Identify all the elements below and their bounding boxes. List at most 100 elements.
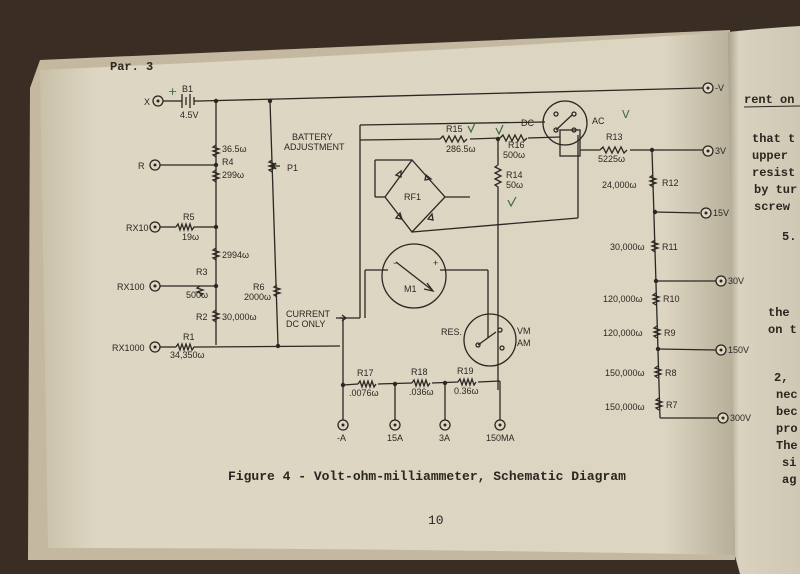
resistor-r8 (652, 365, 664, 379)
label-150v: 150V (728, 345, 749, 355)
label-current: CURRENT (286, 309, 331, 319)
label-r14-value: 50ω (506, 180, 523, 190)
label-b1: B1 (182, 84, 193, 94)
resistor-r12 (647, 174, 659, 188)
label-15v: 15V (713, 208, 729, 218)
resistor-p1 (266, 159, 278, 173)
right-line-0: rent on (744, 93, 794, 107)
label-r3b-value: 500ω (186, 290, 208, 300)
acdc-switch (542, 100, 588, 157)
label-r4top-value: 36.5ω (222, 144, 247, 154)
pen-check-r14 (507, 196, 517, 208)
label-r2: R2 (196, 312, 208, 322)
label-r16-value: 500ω (503, 150, 525, 160)
right-page (728, 26, 800, 574)
right-line-8: on t (768, 323, 797, 337)
right-line-13: The (776, 439, 798, 453)
battery-symbol (176, 94, 200, 108)
right-line-15: ag (782, 473, 796, 487)
dc-only-arrow (336, 314, 348, 322)
resistor-r6 (271, 284, 283, 298)
resistor-r4 (210, 169, 222, 183)
label-r12: R12 (662, 178, 679, 188)
right-line-12: pro (776, 422, 798, 436)
right-line-1: that t (752, 132, 795, 146)
right-page-text: rent on that t upper resist by tur screw… (743, 93, 800, 487)
right-line-6: 5. (782, 230, 796, 244)
resistor-symbols (175, 133, 665, 411)
label-r4: R4 (222, 157, 234, 167)
label-r18: R18 (411, 367, 428, 377)
page-number: 10 (428, 513, 444, 528)
label-r17: R17 (357, 368, 374, 378)
label-r9: R9 (664, 328, 676, 338)
resistor-r19 (457, 376, 477, 388)
right-line-10: nec (776, 388, 798, 402)
label-r12-value: 24,000ω (602, 180, 637, 190)
label-30v: 30V (728, 276, 744, 286)
resistor-r10 (650, 292, 662, 306)
label-r1: R1 (183, 332, 195, 342)
label-r19-value: 0.36ω (454, 386, 479, 396)
label-r13-value: 5225ω (598, 154, 625, 164)
resistor-r17 (357, 378, 377, 390)
rectifier-bridge (384, 158, 446, 234)
right-line-7: the (768, 306, 790, 320)
label-battery-adj-2: ADJUSTMENT (284, 142, 345, 152)
resistor-r7 (653, 397, 665, 411)
figure-caption: Figure 4 - Volt-ohm-milliammeter, Schema… (228, 469, 626, 484)
label-rf1: RF1 (404, 192, 421, 202)
pen-plus-mark: + (168, 85, 177, 98)
pen-check-r15 (467, 122, 476, 134)
meter-m1: − + (381, 243, 447, 309)
junction-dots (213, 98, 661, 388)
resistor-r11 (649, 239, 661, 253)
label-neg-a: -A (337, 433, 346, 443)
label-ac: AC (592, 116, 605, 126)
label-r3: R3 (196, 267, 208, 277)
label-r8-value: 150,000ω (605, 368, 645, 378)
label-r6: R6 (253, 282, 265, 292)
label-r16: R16 (508, 140, 525, 150)
resistor-r2 (210, 309, 222, 323)
label-r5: R5 (183, 212, 195, 222)
pen-annotations: + V (168, 85, 630, 208)
right-line-2: upper (752, 149, 788, 163)
label-r13: R13 (606, 132, 623, 142)
label-x: X (144, 97, 150, 107)
label-r1-value: 34,350ω (170, 350, 205, 360)
label-r15: R15 (446, 124, 463, 134)
svg-text:−: − (393, 258, 398, 268)
label-r3-value: 2994ω (222, 250, 249, 260)
label-r17-value: .0076ω (349, 388, 379, 398)
function-switch (463, 313, 517, 367)
label-r: R (138, 161, 145, 171)
label-neg-v: -V (715, 83, 724, 93)
label-r18-value: .036ω (409, 387, 434, 397)
label-rx1000: RX1000 (112, 343, 145, 353)
right-line-3: resist (752, 166, 795, 180)
label-res: RES. (441, 327, 462, 337)
label-vm: VM (517, 326, 531, 336)
label-dc: DC (521, 118, 534, 128)
label-r15-value: 286.5ω (446, 144, 476, 154)
right-line-9: 2, (774, 371, 788, 385)
svg-text:+: + (433, 258, 438, 268)
label-m1: M1 (404, 284, 417, 294)
resistor-r16 (499, 133, 528, 143)
schematic-labels: X R RX10 RX100 RX1000 B1 4.5V 36.5ω R4 2… (112, 83, 751, 443)
resistor-r13 (599, 145, 628, 155)
label-r11-value: 30,000ω (610, 242, 645, 252)
label-b1-value: 4.5V (180, 110, 199, 120)
label-r9-value: 120,000ω (603, 328, 643, 338)
label-r11: R11 (662, 242, 678, 252)
label-r7-value: 150,000ω (605, 402, 645, 412)
label-rx100: RX100 (117, 282, 145, 292)
label-15a: 15A (387, 433, 403, 443)
right-line-5: screw (754, 200, 791, 214)
label-p1: P1 (287, 163, 298, 173)
resistor-r4top (210, 144, 222, 158)
right-line-4: by tur (754, 183, 797, 197)
resistor-r9 (651, 325, 663, 339)
